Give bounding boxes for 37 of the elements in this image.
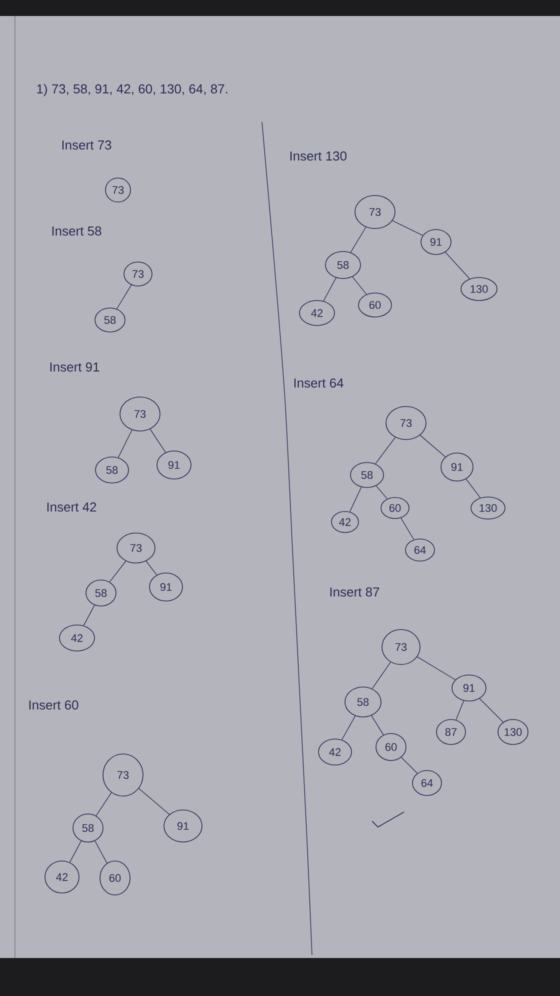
- step-heading: Insert 42: [47, 502, 96, 512]
- tree-edge: [323, 277, 336, 302]
- step-heading: Insert 91: [50, 362, 100, 372]
- step-heading: Insert 64: [294, 378, 344, 388]
- tree-edge: [94, 840, 108, 864]
- step-heading: Insert 73: [62, 140, 112, 150]
- step-heading: Insert 130: [290, 151, 346, 161]
- tree-edge: [83, 604, 95, 626]
- tree-edge: [138, 788, 170, 815]
- step-heading: Insert 60: [29, 700, 78, 710]
- tree-edge: [116, 284, 132, 310]
- tree-edge: [352, 276, 367, 295]
- tree-edge: [375, 437, 396, 464]
- tree-edge: [372, 662, 391, 690]
- tree-edge: [392, 220, 424, 236]
- tree-edge: [445, 252, 470, 280]
- title: 1) 73, 58, 91, 42, 60, 130, 64, 87.: [37, 84, 228, 96]
- step-heading: Insert 58: [52, 226, 102, 236]
- tree-edge: [96, 792, 112, 816]
- tree-edge: [400, 756, 418, 774]
- tree-edge: [456, 700, 464, 720]
- tree-edge: [479, 698, 504, 722]
- tree-edge: [416, 656, 456, 680]
- tree-edge: [150, 428, 166, 453]
- step-heading: Insert 87: [330, 587, 380, 597]
- tree-edge: [466, 478, 481, 498]
- tree-edge: [350, 226, 366, 253]
- tree-edge: [371, 715, 384, 736]
- tree-edge: [400, 518, 414, 540]
- tree-edge: [342, 716, 356, 740]
- tree-edge: [109, 560, 126, 582]
- tree-edge: [349, 486, 362, 512]
- tree-edge: [376, 485, 388, 500]
- tree-edge: [69, 840, 82, 863]
- tree-edge: [146, 560, 158, 576]
- tree-edge: [420, 434, 446, 458]
- tree-edge: [118, 430, 132, 458]
